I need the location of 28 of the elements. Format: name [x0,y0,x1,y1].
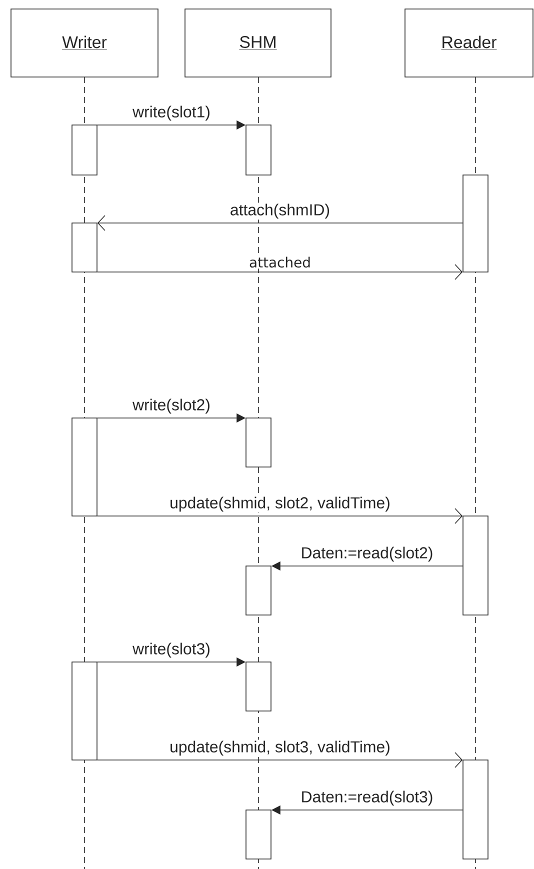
message-arrow [97,264,463,280]
message-arrow [97,508,463,524]
activation-bar [462,174,488,272]
activation-bar [246,810,272,860]
message-arrow [97,215,463,231]
edge-label: attached [248,256,312,269]
edge-label: Daten:=read(slot2) [300,546,434,563]
activation-bar [462,516,488,616]
lifeline-head-box: Writer [10,8,158,78]
activation-bar [246,124,272,176]
edge-label: attach(shmID) [228,202,332,220]
activation-bar [72,418,98,516]
activation-bar [246,566,272,616]
edge-label: write(slot3) [132,642,212,659]
activation-bar [462,760,488,860]
activation-bar [72,124,98,176]
edge-label: update(shmid, slot3, validTime) [168,740,392,757]
activation-bar [72,222,98,272]
activation-bar [246,662,272,712]
edge-label: update(shmid, slot2, validTime) [168,496,392,513]
edge-label: write(slot2) [132,398,212,415]
activation-bar [246,418,272,468]
lifeline-head-box: Reader [404,8,534,78]
activation-bar [72,662,98,760]
message-arrow [97,752,463,768]
lifeline-head-box: SHM [184,8,332,78]
edge-label: write(slot1) [132,104,212,122]
edge-label: Daten:=read(slot3) [300,790,434,807]
